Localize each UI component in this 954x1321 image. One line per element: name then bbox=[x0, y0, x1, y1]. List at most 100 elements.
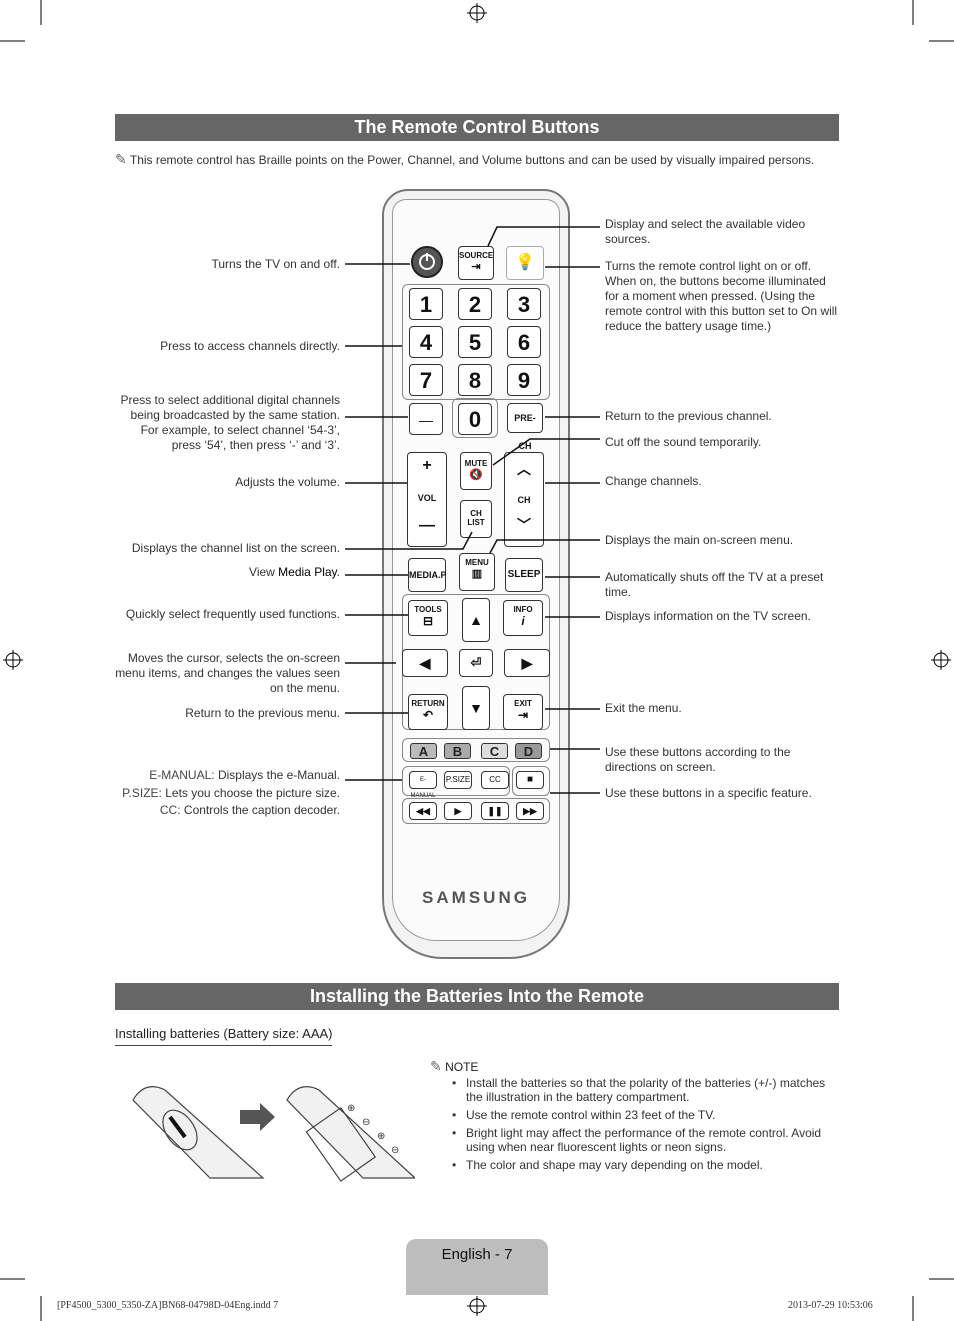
number-pad bbox=[402, 284, 550, 400]
stop-button[interactable]: ■ bbox=[516, 771, 544, 789]
chlist-button[interactable]: CH LIST bbox=[460, 500, 492, 538]
label-cursor: Moves the cursor, selects the on-screen … bbox=[115, 651, 340, 695]
battery-caption: Installing batteries (Battery size: AAA) bbox=[115, 1026, 333, 1046]
pause-button[interactable]: ❚❚ bbox=[481, 802, 509, 820]
exit-button[interactable]: EXIT ⇥ bbox=[503, 694, 543, 730]
arrow-right-icon bbox=[240, 1103, 275, 1131]
pencil-icon: ✎ bbox=[115, 151, 127, 167]
notes-heading: ✎ NOTE bbox=[430, 1058, 479, 1074]
label-light: Turns the remote control light on or off… bbox=[605, 259, 838, 333]
label-source: Display and select the available video s… bbox=[605, 217, 806, 246]
menu-icon: ▥ bbox=[471, 568, 483, 580]
dash-button[interactable]: — bbox=[409, 403, 443, 435]
volume-rocker[interactable]: + VOL — bbox=[407, 452, 447, 547]
digit-3[interactable]: 3 bbox=[507, 288, 541, 320]
label-mediap: View Media Play. bbox=[249, 565, 340, 579]
digit-9[interactable]: 9 bbox=[507, 364, 541, 396]
source-button[interactable]: SOURCE ⇥ bbox=[458, 246, 494, 280]
section-title-remote-buttons: The Remote Control Buttons bbox=[115, 114, 839, 141]
b-button[interactable]: B bbox=[444, 743, 471, 759]
rewind-button[interactable]: ◀◀ bbox=[409, 802, 437, 820]
braille-note: ✎ This remote control has Braille points… bbox=[115, 151, 815, 167]
return-button[interactable]: RETURN ↶ bbox=[408, 694, 448, 730]
power-icon bbox=[419, 253, 435, 270]
exit-icon: ⇥ bbox=[517, 708, 529, 722]
label-feature: Use these buttons in a specific feature. bbox=[605, 786, 812, 800]
label-emanual: E-MANUAL: Displays the e-Manual. bbox=[149, 768, 340, 782]
list-item: Install the batteries so that the polari… bbox=[448, 1076, 828, 1104]
right-arrow-button[interactable]: ▶ bbox=[504, 649, 550, 677]
list-item: The color and shape may vary depending o… bbox=[448, 1158, 828, 1172]
page-number: English - 7 bbox=[441, 1246, 513, 1263]
zero-group bbox=[452, 398, 498, 438]
info-button[interactable]: INFO i bbox=[503, 600, 543, 636]
prech-button[interactable]: PRE-CH bbox=[507, 403, 543, 451]
pencil-icon: ✎ bbox=[430, 1058, 442, 1074]
chevron-down-icon: ﹀ bbox=[517, 517, 531, 533]
channel-rocker[interactable]: ︿ CH ﹀ bbox=[504, 452, 544, 547]
chevron-up-icon: ︿ bbox=[517, 461, 531, 477]
power-button[interactable] bbox=[411, 246, 443, 278]
svg-text:⊕: ⊕ bbox=[347, 1103, 355, 1114]
label-abcd: Use these buttons according to the direc… bbox=[605, 745, 791, 774]
battery-illustration: ⊕ ⊖ ⊕ ⊖ bbox=[132, 1086, 415, 1182]
function-group bbox=[402, 766, 510, 796]
down-arrow-button[interactable]: ▼ bbox=[462, 686, 490, 730]
menu-button[interactable]: MENU ▥ bbox=[459, 553, 495, 591]
svg-text:⊖: ⊖ bbox=[391, 1145, 399, 1156]
svg-text:⊖: ⊖ bbox=[362, 1117, 370, 1128]
digit-6[interactable]: 6 bbox=[507, 326, 541, 358]
play-button[interactable]: ▶ bbox=[444, 802, 472, 820]
label-power: Turns the TV on and off. bbox=[211, 257, 340, 271]
label-cc: CC: Controls the caption decoder. bbox=[159, 803, 340, 817]
label-dash: Press to select additional digital chann… bbox=[120, 393, 340, 452]
transport-group bbox=[402, 798, 550, 824]
svg-text:⊕: ⊕ bbox=[377, 1131, 385, 1142]
section-title-batteries: Installing the Batteries Into the Remote bbox=[115, 983, 839, 1010]
emanual-button[interactable]: E-MANUAL bbox=[409, 771, 437, 799]
color-buttons-group bbox=[402, 738, 550, 762]
notes-list: Install the batteries so that the polari… bbox=[448, 1076, 828, 1176]
mute-icon: 🔇 bbox=[469, 469, 483, 481]
digit-1[interactable]: 1 bbox=[409, 288, 443, 320]
label-mute: Cut off the sound temporarily. bbox=[605, 435, 762, 449]
footer-date: 2013-07-29 10:53:06 bbox=[788, 1300, 873, 1311]
c-button[interactable]: C bbox=[481, 743, 508, 759]
digit-4[interactable]: 4 bbox=[409, 326, 443, 358]
sleep-button[interactable]: SLEEP bbox=[505, 558, 543, 592]
left-arrow-button[interactable]: ◀ bbox=[402, 649, 448, 677]
label-channel: Change channels. bbox=[605, 474, 702, 488]
list-item: Use the remote control within 23 feet of… bbox=[448, 1108, 828, 1122]
footer-file: [PF4500_5300_5350-ZA]BN68-04798D-04Eng.i… bbox=[57, 1300, 279, 1311]
mute-button[interactable]: MUTE 🔇 bbox=[460, 452, 492, 490]
label-prech: Return to the previous channel. bbox=[605, 409, 772, 423]
digit-8[interactable]: 8 bbox=[458, 364, 492, 396]
label-exit: Exit the menu. bbox=[605, 701, 682, 715]
label-volume: Adjusts the volume. bbox=[235, 475, 340, 489]
label-return: Return to the previous menu. bbox=[185, 706, 340, 720]
tools-button[interactable]: TOOLS ⊟ bbox=[408, 600, 448, 636]
fast-forward-button[interactable]: ▶▶ bbox=[516, 802, 544, 820]
psize-button[interactable]: P.SIZE bbox=[444, 771, 472, 789]
return-icon: ↶ bbox=[422, 708, 434, 722]
label-info: Displays information on the TV screen. bbox=[605, 609, 811, 623]
digit-5[interactable]: 5 bbox=[458, 326, 492, 358]
digit-2[interactable]: 2 bbox=[458, 288, 492, 320]
digit-7[interactable]: 7 bbox=[409, 364, 443, 396]
enter-button[interactable]: ⏎ bbox=[459, 649, 493, 677]
playback-group bbox=[512, 766, 550, 796]
d-button[interactable]: D bbox=[515, 743, 542, 759]
source-icon: ⇥ bbox=[471, 261, 481, 273]
page-label-tab bbox=[406, 1239, 548, 1295]
media-play-button[interactable]: MEDIA.P bbox=[408, 558, 447, 592]
digit-0[interactable]: 0 bbox=[458, 403, 492, 435]
light-button[interactable]: 💡 bbox=[506, 246, 544, 280]
list-item: Bright light may affect the performance … bbox=[448, 1126, 828, 1154]
enter-icon: ⏎ bbox=[470, 655, 482, 670]
a-button[interactable]: A bbox=[410, 743, 437, 759]
label-tools: Quickly select frequently used functions… bbox=[125, 607, 340, 621]
cc-button[interactable]: CC bbox=[481, 771, 509, 789]
up-arrow-button[interactable]: ▲ bbox=[462, 598, 490, 642]
